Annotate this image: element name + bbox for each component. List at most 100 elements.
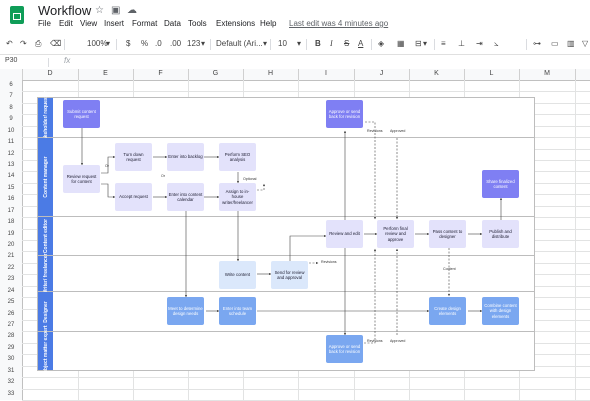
row-header[interactable]: 18 [7, 219, 15, 226]
row-header[interactable]: 32 [7, 379, 15, 386]
text-wrap-icon[interactable]: ⇥ [476, 39, 483, 48]
flow-step-box[interactable]: Perform final review and approve [377, 220, 414, 248]
flow-step-box[interactable]: Pass content to designer [429, 220, 466, 248]
number-format-button[interactable]: 123 [187, 39, 201, 48]
paint-format-icon[interactable]: ⌫ [50, 39, 62, 48]
row-header[interactable]: 7 [9, 93, 13, 100]
row-header[interactable]: 24 [7, 287, 15, 294]
row-header[interactable]: 12 [7, 150, 15, 157]
flow-step-box[interactable]: Approve or send back for revision [326, 335, 363, 363]
column-header[interactable]: M [544, 70, 550, 77]
move-folder-icon[interactable]: ▣ [111, 5, 121, 16]
borders-icon[interactable]: ▦ [397, 39, 405, 48]
last-edit-link[interactable]: Last edit was 4 minutes ago [289, 19, 389, 28]
flow-step-box[interactable]: Enter into backlog [167, 143, 204, 171]
flow-step-box[interactable]: Enter into team schedule [219, 297, 256, 325]
undo-icon[interactable]: ↶ [6, 39, 13, 48]
insert-comment-icon[interactable]: ▭ [551, 39, 559, 48]
name-box[interactable]: P30 [5, 57, 18, 64]
flow-step-box[interactable]: Approve or send back for revision [326, 100, 363, 128]
flow-step-box[interactable]: Perform SEO analysis [219, 143, 256, 171]
row-header[interactable]: 17 [7, 207, 15, 214]
menu-extensions[interactable]: Extensions [216, 19, 256, 28]
column-header[interactable]: D [47, 70, 53, 77]
row-header[interactable]: 8 [9, 104, 13, 111]
row-header[interactable]: 22 [7, 264, 15, 271]
fill-color-icon[interactable]: ◈ [378, 39, 385, 48]
italic-button[interactable]: I [330, 39, 333, 48]
flow-step-box[interactable]: Review request for content [63, 165, 100, 193]
row-header[interactable]: 23 [7, 276, 15, 283]
star-icon[interactable]: ☆ [95, 5, 104, 16]
column-header[interactable]: K [434, 70, 439, 77]
text-color-button[interactable]: A [358, 39, 364, 48]
bold-button[interactable]: B [315, 39, 321, 48]
flow-step-box[interactable]: Meet to determine design needs [167, 297, 204, 325]
font-size-select[interactable]: 10 [278, 39, 287, 48]
column-header[interactable]: H [267, 70, 274, 77]
row-header[interactable]: 13 [7, 162, 15, 168]
vertical-align-icon[interactable]: ⊥ [458, 39, 465, 48]
column-header[interactable]: I [325, 70, 327, 77]
row-header[interactable]: 25 [7, 299, 15, 306]
row-header[interactable]: 14 [7, 173, 15, 180]
font-select[interactable]: Default (Ari... [216, 39, 263, 48]
menu-edit[interactable]: Edit [59, 19, 73, 28]
row-header[interactable]: 9 [9, 116, 13, 123]
column-header[interactable]: G [212, 70, 219, 77]
document-title[interactable]: Workflow [38, 3, 92, 18]
flow-step-box[interactable]: Assign to in-house writer/freelancer [219, 183, 256, 211]
row-header[interactable]: 16 [7, 196, 15, 203]
sheets-logo-icon[interactable] [10, 6, 24, 24]
strikethrough-button[interactable]: S [344, 39, 350, 48]
flow-step-box[interactable]: Enter into content calendar [167, 183, 204, 211]
print-icon[interactable]: ⎙ [35, 39, 42, 48]
flow-step-box[interactable]: Create design elements [429, 297, 466, 325]
menu-format[interactable]: Format [132, 19, 158, 28]
flow-step-box[interactable]: Combine content with design elements [482, 297, 519, 325]
row-header[interactable]: 19 [7, 230, 15, 237]
row-header[interactable]: 10 [7, 127, 15, 134]
filter-icon[interactable]: ▽ [582, 39, 589, 48]
row-header[interactable]: 11 [7, 139, 15, 146]
swimlane-diagram[interactable]: Stakeholder/ requester Content manager C… [37, 90, 535, 377]
column-header[interactable]: L [489, 70, 494, 77]
insert-chart-icon[interactable]: ▥ [567, 39, 575, 48]
flow-step-box[interactable]: Write content [219, 261, 256, 289]
row-header[interactable]: 31 [7, 367, 15, 374]
decrease-decimal-button[interactable]: .0 [155, 39, 162, 48]
row-header[interactable]: 33 [7, 390, 15, 397]
text-rotation-icon[interactable]: ⦣ [494, 39, 499, 48]
menu-help[interactable]: Help [260, 19, 277, 28]
menu-file[interactable]: File [38, 19, 51, 28]
flow-step-box[interactable]: Review and edit [326, 220, 363, 248]
redo-icon[interactable]: ↷ [20, 39, 27, 48]
menu-data[interactable]: Data [164, 19, 181, 28]
menu-tools[interactable]: Tools [188, 19, 207, 28]
cloud-status-icon[interactable]: ☁ [127, 5, 137, 16]
row-header[interactable]: 6 [9, 82, 13, 88]
menu-insert[interactable]: Insert [104, 19, 125, 28]
row-header[interactable]: 15 [7, 184, 15, 191]
row-header[interactable]: 21 [7, 253, 15, 260]
flow-step-box[interactable]: Share finalized content [482, 170, 519, 198]
row-header[interactable]: 20 [7, 242, 15, 249]
column-header[interactable]: J [379, 70, 384, 77]
increase-decimal-button[interactable]: .00 [170, 39, 182, 48]
flow-step-box[interactable]: Submit content request [63, 100, 100, 128]
menu-view[interactable]: View [80, 19, 98, 28]
horizontal-align-icon[interactable]: ≡ [441, 39, 446, 48]
column-header[interactable]: E [103, 70, 108, 77]
zoom-select[interactable]: 100% [87, 39, 108, 48]
insert-link-icon[interactable]: ⊶ [533, 39, 541, 48]
column-header[interactable]: F [158, 70, 163, 77]
row-header[interactable]: 26 [7, 310, 15, 317]
row-header[interactable]: 30 [7, 356, 15, 363]
percent-button[interactable]: % [141, 39, 149, 48]
row-header[interactable]: 29 [7, 344, 15, 351]
row-header[interactable]: 27 [7, 322, 15, 329]
currency-button[interactable]: $ [126, 39, 131, 48]
flow-step-box[interactable]: Turn down request [115, 143, 152, 171]
flow-step-box[interactable]: Accept request [115, 183, 152, 211]
flow-step-box[interactable]: Send for review and approval [271, 261, 308, 289]
